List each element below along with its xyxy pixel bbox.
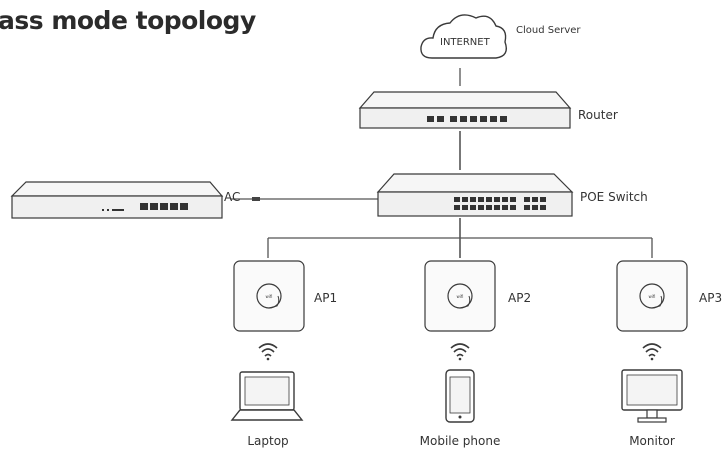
poe-switch-icon xyxy=(376,173,574,217)
poe-switch-label: POE Switch xyxy=(580,190,648,204)
mobile-phone-icon xyxy=(445,369,475,423)
laptop-label: Laptop xyxy=(247,434,289,448)
ac-controller-icon xyxy=(10,181,224,219)
laptop-icon xyxy=(230,371,304,421)
mobile-phone-label: Mobile phone xyxy=(419,434,501,448)
ap1-icon xyxy=(233,260,305,332)
cloud-server-label: Cloud Server xyxy=(516,25,581,36)
wifi-signal-icon xyxy=(258,343,278,362)
ap2-icon xyxy=(424,260,496,332)
page-title: ass mode topology xyxy=(0,6,256,35)
wifi-signal-icon xyxy=(642,343,662,362)
ap1-label: AP1 xyxy=(314,291,338,305)
ac-link-connector xyxy=(252,197,260,201)
cloud-internet-text: INTERNET xyxy=(440,37,490,48)
monitor-label: Monitor xyxy=(629,434,675,448)
ap3-label: AP3 xyxy=(699,291,723,305)
ap3-icon xyxy=(616,260,688,332)
ap2-label: AP2 xyxy=(508,291,532,305)
cloud-icon xyxy=(420,14,508,59)
ac-label: AC xyxy=(224,190,241,204)
router-label: Router xyxy=(578,108,618,122)
monitor-icon xyxy=(621,369,683,423)
wifi-signal-icon xyxy=(450,343,470,362)
router-icon xyxy=(358,91,572,129)
